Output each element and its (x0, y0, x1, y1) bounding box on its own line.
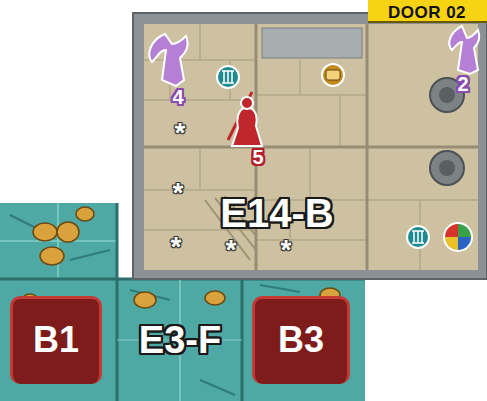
machine (439, 87, 455, 103)
floor-joints (144, 24, 478, 270)
stone (205, 291, 225, 305)
zone-box: B1 (10, 296, 102, 384)
machine (430, 151, 464, 185)
spawn-wheel (445, 224, 458, 237)
zone-mark: * (281, 236, 292, 264)
pillar-icon (217, 66, 239, 88)
tile-edge (116, 203, 119, 279)
tile-code: E3-F (139, 321, 221, 359)
stone (40, 247, 64, 265)
spawn-wheel (445, 237, 458, 250)
tile-code: B3 (278, 322, 324, 358)
tile-e14b: E14-B (133, 13, 487, 279)
tile-frame (133, 13, 487, 279)
monster-figure (149, 34, 187, 86)
zone-mark: * (226, 236, 237, 264)
tile-e3f: B1 B3 E3-F (0, 279, 365, 401)
stone (57, 222, 79, 242)
stone (134, 292, 156, 308)
zone-mark: * (173, 179, 184, 207)
callout-number: 4 (172, 87, 183, 107)
machine (439, 160, 455, 176)
monster-figure (449, 26, 479, 74)
door-tag: DOOR 02 (368, 0, 487, 23)
chest-icon (322, 64, 344, 86)
callout-number: 2 (457, 74, 468, 94)
wall-slab (262, 28, 362, 58)
tile-code: B1 (33, 322, 79, 358)
water-tile (0, 203, 117, 279)
pillar-icon (407, 226, 429, 248)
zone-mark: * (171, 233, 182, 261)
stone-floor (144, 24, 478, 270)
tile-code: E14-B (220, 193, 333, 233)
tile-code: DOOR 02 (388, 4, 466, 21)
grid-line (0, 240, 117, 242)
water-tile (0, 279, 365, 401)
zone-mark: * (175, 119, 186, 147)
stone (76, 207, 94, 221)
spawn-wheel (458, 237, 471, 250)
callout-number: 5 (252, 147, 263, 167)
pillar-icon (412, 231, 424, 243)
stone (33, 223, 57, 241)
chest-icon (326, 70, 340, 80)
grid-line (144, 146, 478, 149)
spawn-wheel (458, 224, 471, 237)
zone-box: B3 (252, 296, 350, 384)
spawn-wheel (443, 222, 473, 252)
hero-figure (232, 108, 262, 146)
hero-figure (241, 97, 253, 109)
pillar-icon (222, 71, 234, 83)
